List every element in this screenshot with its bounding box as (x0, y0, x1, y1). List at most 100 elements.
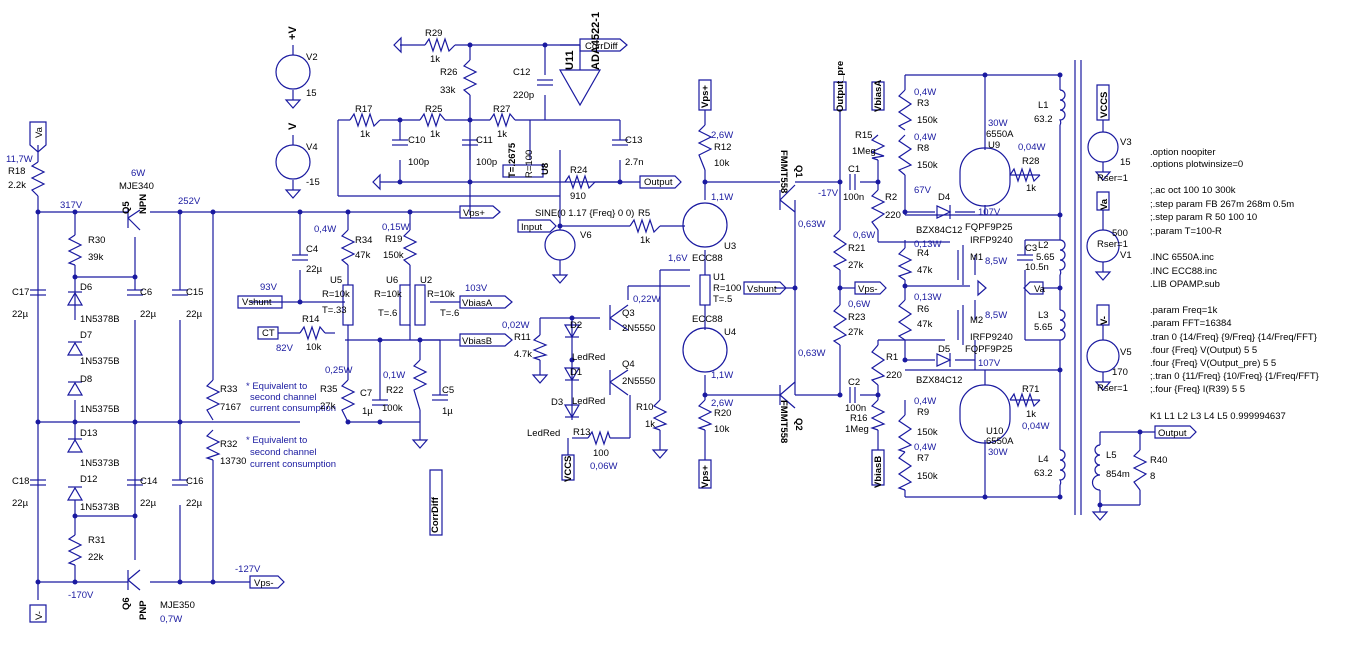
spice-line: ;.param T=100-R (1150, 226, 1222, 237)
label-r20v: 10k (714, 424, 730, 435)
label-vccs2: VCCS (1099, 92, 1110, 118)
label-u10: U10 (986, 426, 1003, 437)
label-c2: C2 (848, 377, 860, 388)
label-va2: Va (1034, 284, 1046, 295)
spice-line: ;.four {Freq} I(R39) 5 5 (1150, 384, 1245, 395)
label-r21v: 27k (848, 260, 864, 271)
label-r29v: 1k (430, 54, 440, 65)
label-p30a: 30W (988, 118, 1008, 129)
spice-line: ;.ac oct 100 10 300k (1150, 185, 1236, 196)
label-v103: 103V (465, 283, 488, 294)
label-r2: R2 (885, 192, 897, 203)
label-r15v: 1Meg (852, 146, 876, 157)
label-u6: U6 (386, 275, 398, 286)
inductor-l1 (1058, 89, 1066, 126)
label-p063b: 0,63W (798, 348, 825, 359)
resistor-r9 (897, 414, 913, 453)
label-q4: Q4 (622, 359, 635, 370)
label-c1v: 100n (843, 192, 864, 203)
label-c10v: 100p (408, 157, 429, 168)
inductor-l3 (1059, 309, 1066, 341)
label-r13v: 100 (593, 448, 609, 459)
label-r11v: 4.7k (514, 349, 532, 360)
label-r35v: 27k (320, 401, 336, 412)
resistor-r1 (870, 344, 886, 386)
label-v17: -17V (818, 188, 839, 199)
label-p04a: 0,4W (314, 224, 336, 235)
label-v67: 67V (914, 185, 932, 196)
label-vshunt2: Vshunt (747, 284, 777, 295)
bjt-transistors (127, 184, 796, 591)
label-v6: V6 (580, 230, 592, 241)
label-c18v: 22µ (12, 498, 29, 509)
resistor-r12 (697, 124, 713, 171)
label-r22v: 100k (382, 403, 403, 414)
spice-line: .param FFT=16384 (1150, 318, 1232, 329)
label-d1: D1 (570, 367, 582, 378)
label-sine: SINE(0 1.17 {Freq} 0 0) (535, 208, 634, 219)
label-r19: R19 (385, 234, 402, 245)
label-corrdiff: CorrDiff (585, 41, 618, 52)
label-r12v: 10k (714, 158, 730, 169)
resistor-r23 (832, 304, 848, 346)
spice-directives: .option noopiter .options plotwinsize=0 … (1150, 147, 1319, 422)
label-bzx1: BZX84C12 (916, 225, 962, 236)
label-v317: 317V (60, 200, 83, 211)
label-d7t: 1N5375B (80, 356, 120, 367)
label-l2v: 5.65 (1036, 252, 1055, 263)
label-ecc88b: ECC88 (692, 314, 723, 325)
label-ledred2: LedRed (572, 396, 605, 407)
spice-line: .INC ECC88.inc (1150, 266, 1217, 277)
label-u6r: R=10k (374, 289, 402, 300)
label-c14: C14 (140, 476, 157, 487)
label-r7v: 150k (917, 471, 938, 482)
triode-u4 (682, 327, 728, 373)
label-vminus: V (287, 122, 299, 130)
label-u1r: R=100 (713, 283, 741, 294)
resistor-r28 (1009, 167, 1041, 183)
spice-line: .tran 0 {14/Freq} {9/Freq} {14/Freq/FFT} (1150, 332, 1317, 343)
label-r29: R29 (425, 28, 442, 39)
label-r3: R3 (917, 98, 929, 109)
label-c4v: 22µ (306, 264, 323, 275)
label-d4: D4 (938, 192, 950, 203)
label-r26: R26 (440, 67, 457, 78)
label-c3v: 10.5n (1025, 262, 1049, 273)
label-r12: R12 (714, 142, 731, 153)
note-2c: current consumption (250, 459, 336, 470)
label-ct: CT (262, 328, 275, 339)
label-d7: D7 (80, 330, 92, 341)
label-fqpf1: FQPF9P25 (965, 222, 1013, 233)
label-c13: C13 (625, 135, 642, 146)
source-v2 (275, 54, 311, 90)
label-p26b: 2,6W (711, 398, 733, 409)
label-vbiasb: VbiasB (462, 336, 492, 347)
resistor-r22 (412, 359, 428, 411)
label-r25: R25 (425, 104, 442, 115)
label-r19v: 150k (383, 250, 404, 261)
label-r15: R15 (855, 130, 872, 141)
label-vminus-left: V- (34, 611, 45, 620)
label-vbiasa2: VbiasA (873, 80, 884, 112)
label-vbiasb2: VbiasB (873, 456, 884, 488)
label-v5val: 170 (1112, 367, 1128, 378)
label-q3: Q3 (622, 308, 635, 319)
label-r31v: 22k (88, 552, 104, 563)
resistor-r29 (424, 37, 456, 53)
source-v6 (544, 229, 576, 261)
label-p117: 11,7W (6, 154, 33, 165)
label-r3v: 150k (917, 115, 938, 126)
label-d12: D12 (80, 474, 97, 485)
label-r4v: 47k (917, 265, 933, 276)
spice-line: K1 L1 L2 L3 L4 L5 0.999994637 (1150, 411, 1286, 422)
label-r5v: 1k (640, 235, 650, 246)
label-q3t: 2N5550 (622, 323, 655, 334)
label-c1: C1 (848, 164, 860, 175)
label-r16: R16 (850, 413, 867, 424)
label-d6: D6 (80, 282, 92, 293)
label-u5t: T=.33 (322, 305, 347, 316)
label-p85b: 8,5W (985, 310, 1007, 321)
label-p015: 0,15W (382, 222, 409, 233)
resistor-r71 (1009, 392, 1041, 408)
